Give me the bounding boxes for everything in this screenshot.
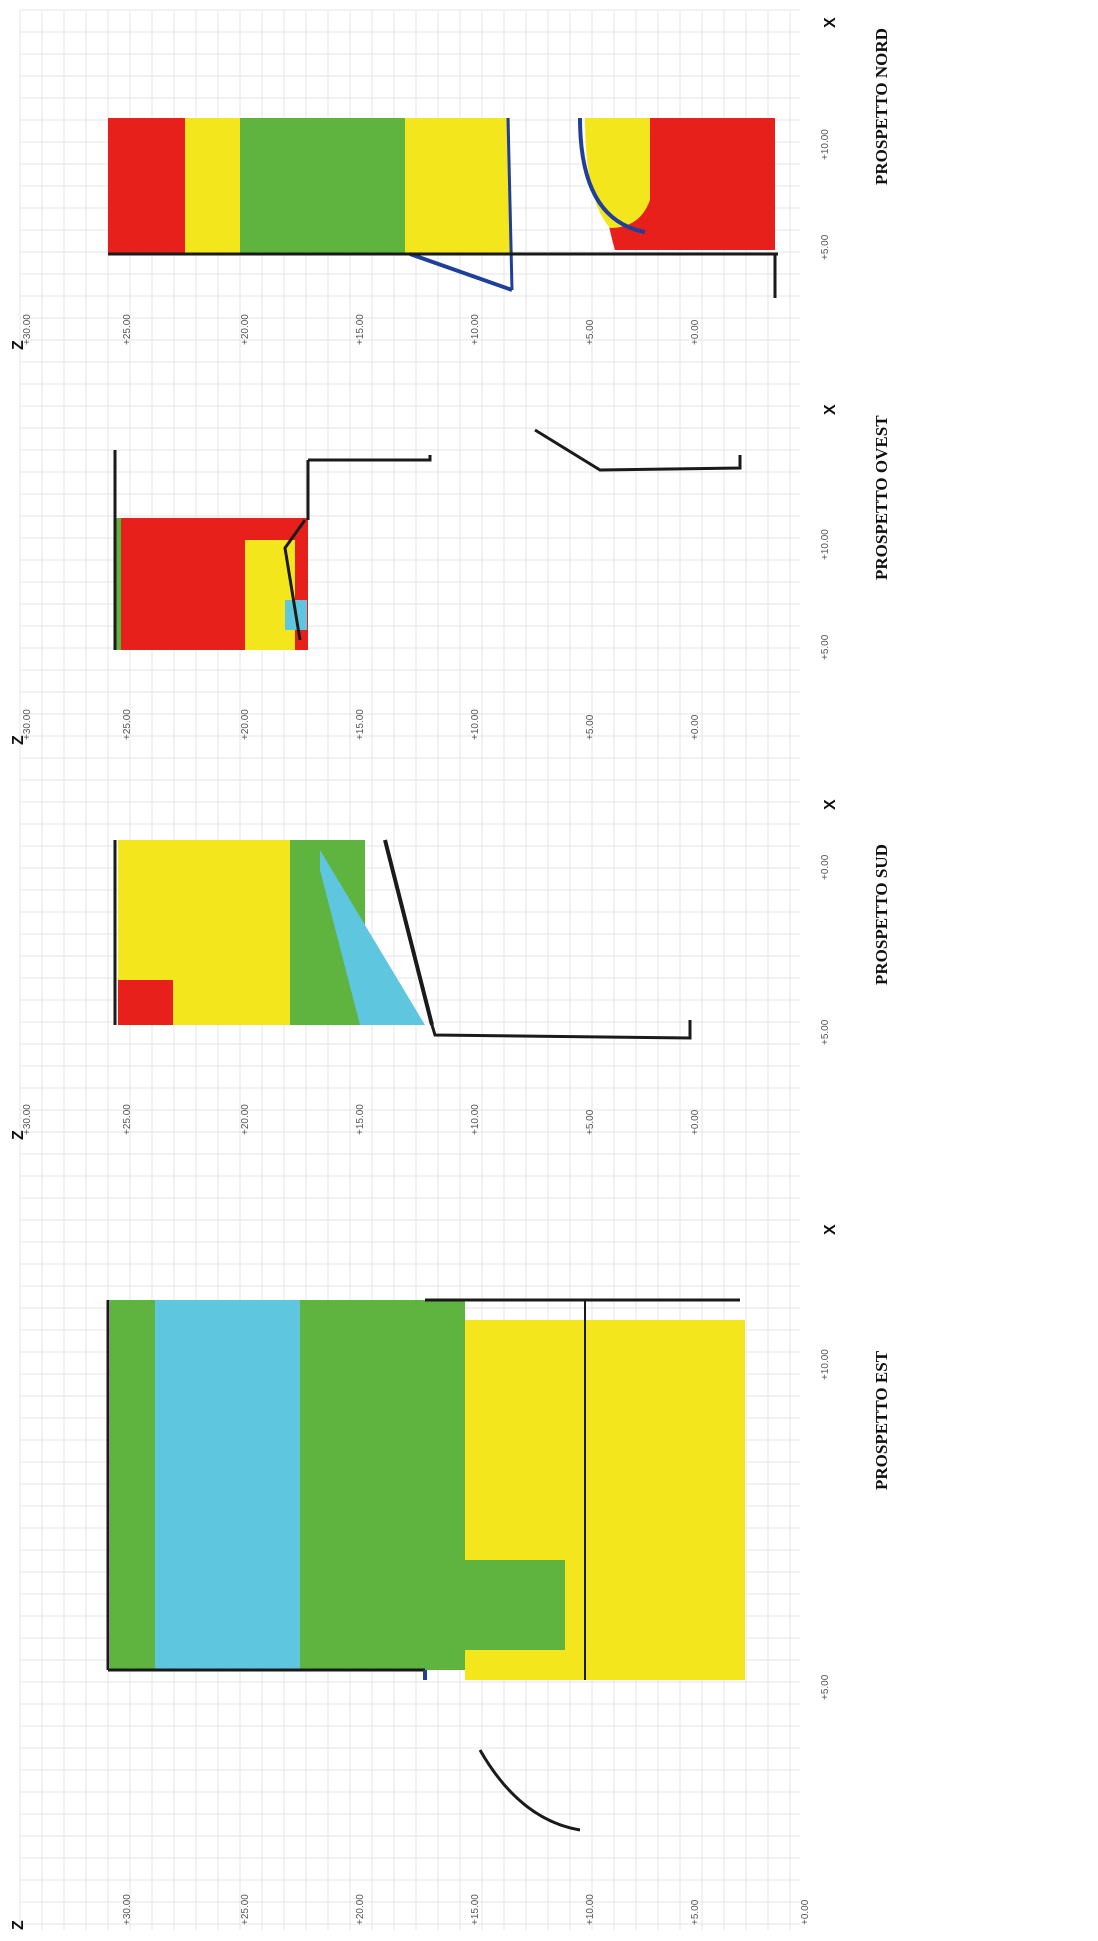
ovest-x-tick-1: +5.00 <box>820 634 831 660</box>
est-z-tick: +5.00 <box>690 1899 701 1925</box>
est-z-tick: +30.00 <box>122 1894 133 1925</box>
ovest-z-tick: +10.00 <box>470 709 481 740</box>
sud-diagonal <box>383 839 434 1026</box>
ovest-diagonal <box>283 519 307 641</box>
sud-red <box>118 980 173 1025</box>
sud-z-tick: +10.00 <box>470 1104 481 1135</box>
elevation-ovest <box>113 428 742 650</box>
sud-z-tick: +20.00 <box>240 1104 251 1135</box>
sud-z-tick: +25.00 <box>122 1104 133 1135</box>
est-green-top <box>110 1300 160 1670</box>
sud-z-tick: +30.00 <box>22 1104 33 1135</box>
ovest-green-edge <box>115 518 121 650</box>
sud-z-tick: +15.00 <box>355 1104 366 1135</box>
sud-x-tick-1: +5.00 <box>820 1019 831 1045</box>
title-prospetto-ovest: PROSPETTO OVEST <box>872 415 891 580</box>
nord-z-tick: +10.00 <box>470 314 481 345</box>
elevation-sud <box>113 839 692 1040</box>
ovest-x-tick-2: +10.00 <box>820 529 831 560</box>
sud-x-tick-2: +0.00 <box>820 854 831 880</box>
title-prospetto-sud: PROSPETTO SUD <box>872 844 891 985</box>
est-z-tick: +10.00 <box>585 1894 596 1925</box>
nord-z-tick: +5.00 <box>585 319 596 345</box>
nord-band-green <box>240 118 410 254</box>
sud-cyan <box>320 850 425 1025</box>
est-green-mid <box>300 1300 465 1670</box>
ovest-z-tick: +20.00 <box>240 709 251 740</box>
nord-diagonal <box>506 117 514 291</box>
est-z-tick: +15.00 <box>470 1894 481 1925</box>
nord-x-tick-1: +5.00 <box>820 234 831 260</box>
nord-x-letter: X <box>822 17 839 28</box>
est-z-tick: +25.00 <box>240 1894 251 1925</box>
est-z-tick: +20.00 <box>355 1894 366 1925</box>
nord-yellow-arch <box>585 118 650 228</box>
ovest-z-tick: +25.00 <box>122 709 133 740</box>
est-green-low <box>465 1560 565 1650</box>
nord-z-tick: +30.00 <box>22 314 33 345</box>
ovest-x-letter: X <box>822 404 839 415</box>
nord-x-tick-2: +10.00 <box>820 129 831 160</box>
nord-band-yellow-2 <box>405 118 510 254</box>
ovest-lower-line-2 <box>534 428 742 472</box>
est-x-tick-2: +10.00 <box>820 1349 831 1380</box>
ovest-z-tick: +0.00 <box>690 714 701 740</box>
sud-x-letter: X <box>822 799 839 810</box>
nord-diagonal-2 <box>409 252 513 292</box>
elevation-est <box>106 1298 745 1832</box>
elevation-nord <box>108 117 778 298</box>
est-x-letter: X <box>822 1224 839 1235</box>
sud-lower-line <box>430 1020 692 1040</box>
nord-arch-line <box>578 117 646 234</box>
nord-z-tick: +0.00 <box>690 319 701 345</box>
est-x-tick-1: +5.00 <box>820 1674 831 1700</box>
est-curve <box>478 1749 581 1832</box>
sud-z-tick: +5.00 <box>585 1109 596 1135</box>
ovest-lower-line <box>308 455 432 462</box>
est-z-letter: Z <box>10 1920 27 1930</box>
ovest-z-tick: +30.00 <box>22 709 33 740</box>
nord-z-tick: +20.00 <box>240 314 251 345</box>
ovest-z-tick: +15.00 <box>355 709 366 740</box>
est-z-tick: +0.00 <box>800 1899 811 1925</box>
nord-z-tick: +15.00 <box>355 314 366 345</box>
title-prospetto-nord: PROSPETTO NORD <box>872 28 891 185</box>
nord-z-tick: +25.00 <box>122 314 133 345</box>
ovest-z-tick: +5.00 <box>585 714 596 740</box>
sud-z-tick: +0.00 <box>690 1109 701 1135</box>
title-prospetto-est: PROSPETTO EST <box>872 1350 891 1490</box>
